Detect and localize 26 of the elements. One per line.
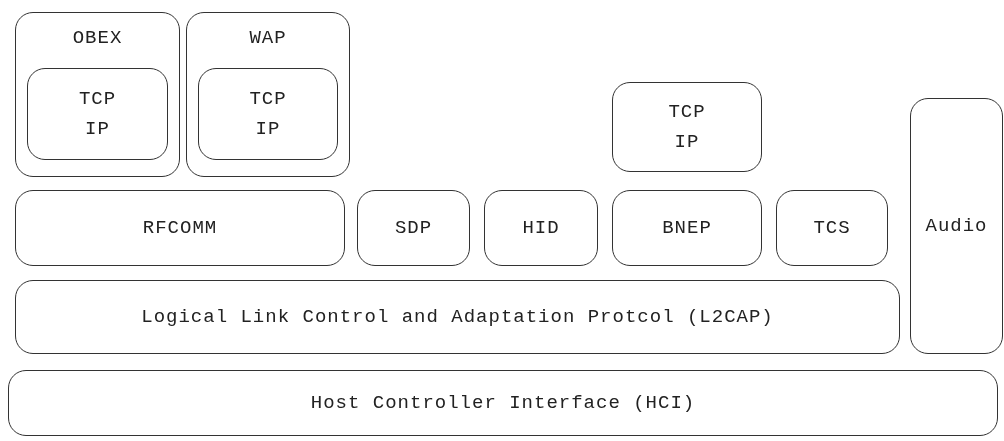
- layer-label: RFCOMM: [142, 215, 218, 241]
- layer-label: SDP: [394, 215, 433, 241]
- layer-label: TCP IP: [667, 99, 707, 155]
- layer-label: Logical Link Control and Adaptation Protcol (L2CAP): [141, 304, 774, 330]
- layer-label: TCS: [813, 215, 851, 241]
- layer-box: [484, 190, 598, 266]
- group-box: [186, 12, 350, 177]
- layer-label: Host Controller Interface (HCI): [310, 390, 696, 416]
- layer-box: [612, 190, 762, 266]
- layer-box: [357, 190, 470, 266]
- layer-box: [8, 370, 998, 436]
- layer-label: WAP: [249, 26, 287, 51]
- layer-box: [15, 190, 345, 266]
- layer-label: HID: [522, 215, 560, 241]
- layer-label: TCP IP: [248, 86, 288, 142]
- group-box: [15, 12, 180, 177]
- layer-box: [776, 190, 888, 266]
- layer-box: [198, 68, 338, 160]
- layer-box: [910, 98, 1003, 354]
- layer-label: BNEP: [662, 215, 712, 241]
- layer-box: [27, 68, 168, 160]
- layer-label: Audio: [925, 213, 988, 239]
- layer-box: [15, 280, 900, 354]
- layer-label: OBEX: [72, 26, 123, 51]
- layer-label: TCP IP: [77, 86, 118, 142]
- layer-box: [612, 82, 762, 172]
